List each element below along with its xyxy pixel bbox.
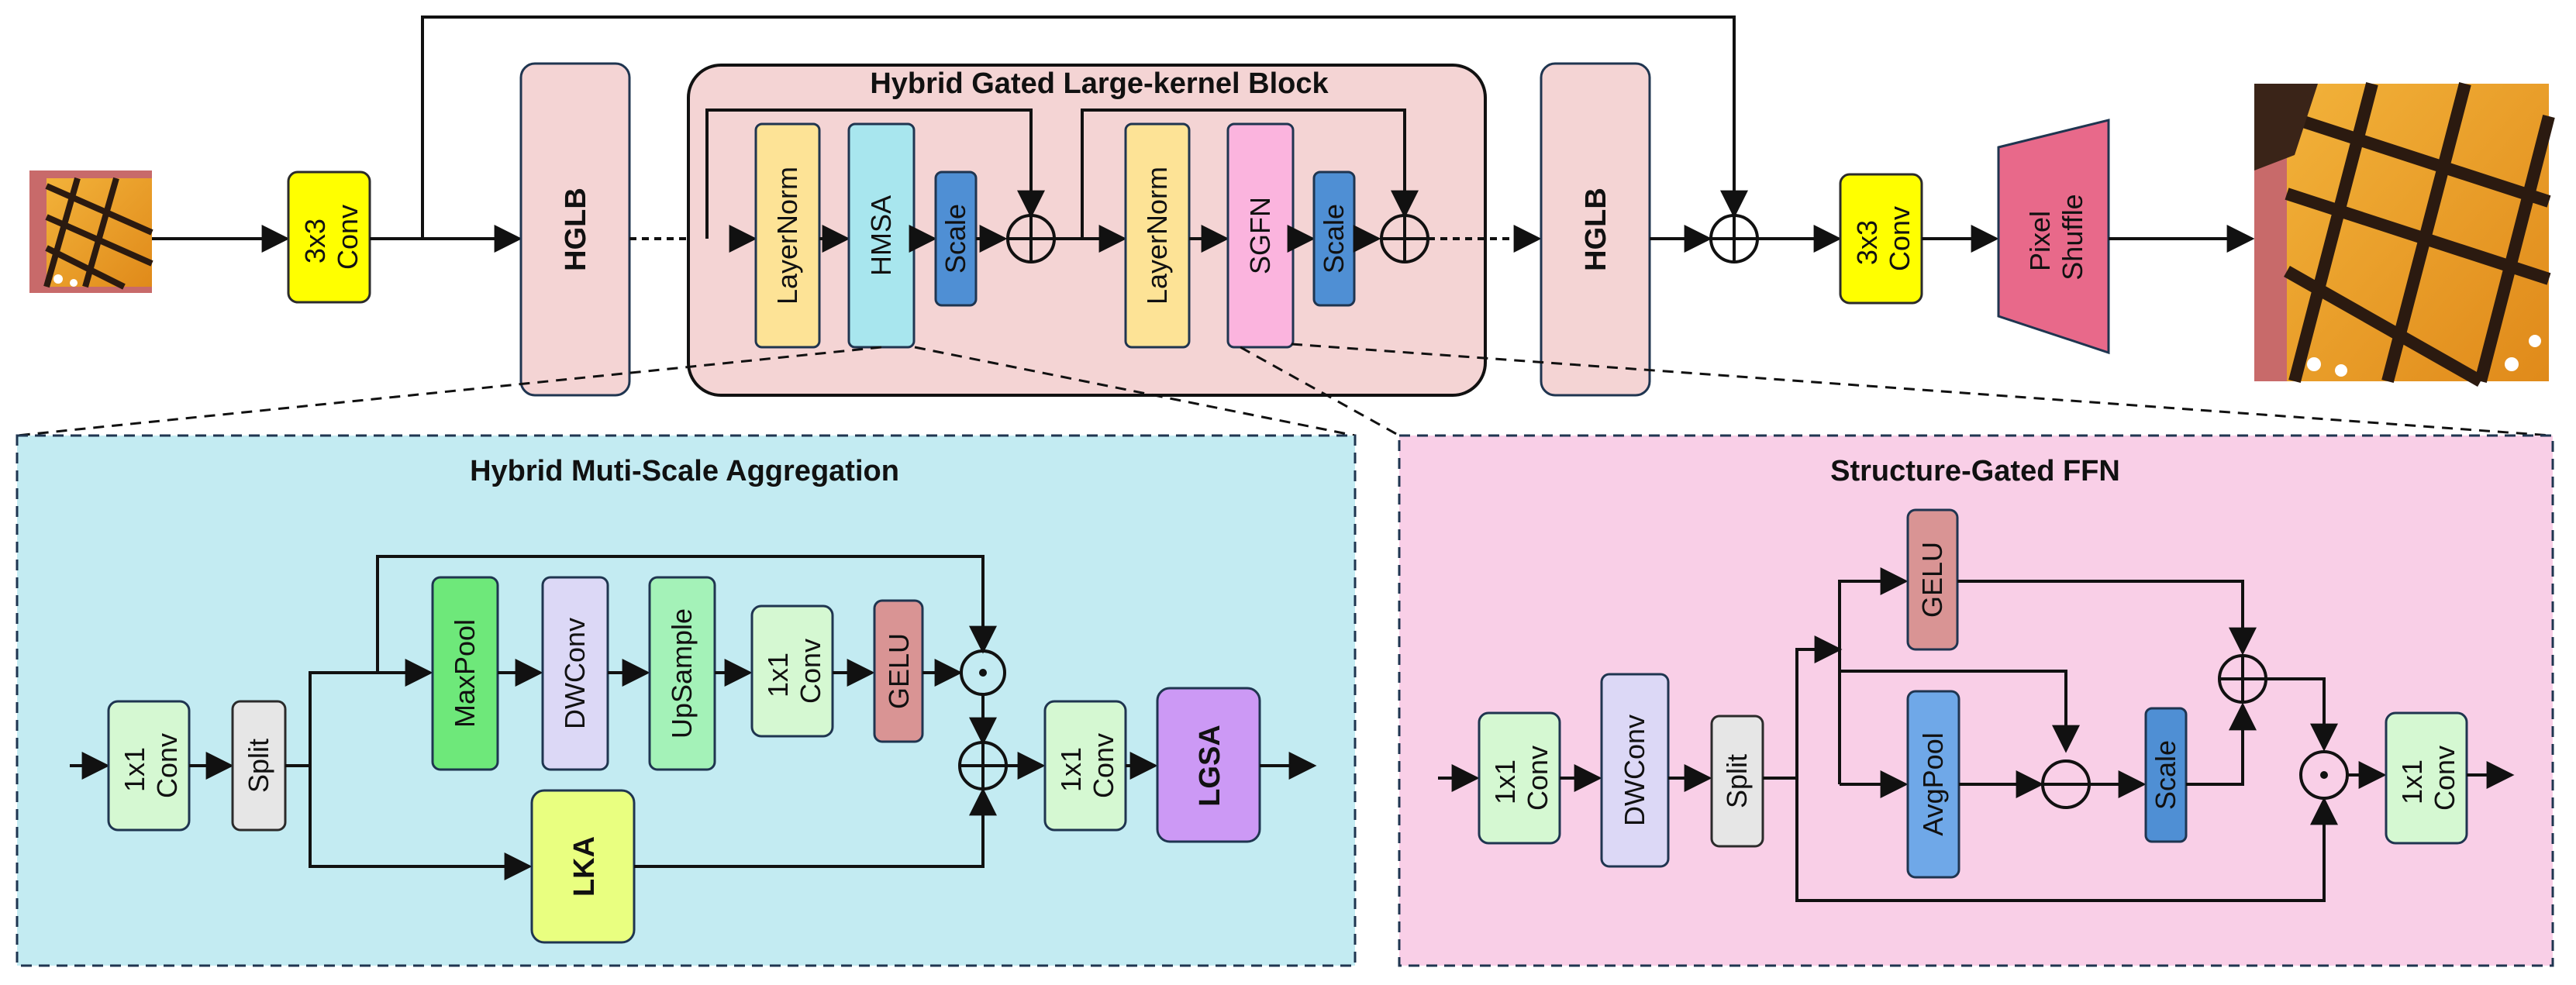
maxpool-label: MaxPool <box>449 619 481 728</box>
hmsa-conv-in-line1: 1x1 <box>119 747 150 792</box>
upsample-label: UpSample <box>666 608 698 739</box>
svg-text:Pixel Shuffle: Pixel Shuffle <box>2024 194 2088 280</box>
hmsa-dwconv-block: DWConv <box>541 576 609 771</box>
sgfn-scale-block: Scale <box>2144 707 2188 843</box>
hmsa-panel: Hybrid Muti-Scale Aggregation 1x1 Conv S… <box>16 434 1357 967</box>
hmsa-gelu-block: GELU <box>873 599 924 743</box>
layernorm-2-label: LayerNorm <box>1141 167 1173 305</box>
sgfn-panel: Structure-Gated FFN 1x1 Conv DWConv Spli… <box>1398 434 2554 967</box>
svg-text:3x3 Conv: 3x3 Conv <box>299 205 364 270</box>
sgfn-panel-title: Structure-Gated FFN <box>1830 455 2120 487</box>
upsample-block: UpSample <box>648 576 716 771</box>
svg-text:1x1 Conv: 1x1 Conv <box>2396 746 2460 811</box>
lka-block: LKA <box>530 789 636 944</box>
sgfn-conv-in: 1x1 Conv <box>1478 711 1561 845</box>
hmsa-conv-out-line2: Conv <box>1088 733 1119 798</box>
sgfn-dwconv-block: DWConv <box>1600 673 1670 868</box>
sgfn-label: SGFN <box>1244 197 1276 274</box>
layernorm-1: LayerNorm <box>754 122 821 349</box>
pixel-shuffle-line1: Pixel <box>2024 211 2056 271</box>
add-operator <box>2218 654 2267 704</box>
hglb-left: HGLB <box>519 62 631 397</box>
butterfly-output-image <box>2254 81 2555 387</box>
layernorm-2: LayerNorm <box>1124 122 1191 349</box>
avgpool-block: AvgPool <box>1906 690 1960 879</box>
svg-text:3x3 Conv: 3x3 Conv <box>1851 206 1916 271</box>
hmsa-split-label: Split <box>243 739 274 793</box>
hglb-right-label: HGLB <box>1580 188 1612 271</box>
scale-2: Scale <box>1312 170 1356 307</box>
sgfn-conv-out-line2: Conv <box>2429 746 2460 811</box>
svg-text:1x1 Conv: 1x1 Conv <box>119 733 183 798</box>
scale-1-label: Scale <box>940 204 971 274</box>
maxpool-block: MaxPool <box>431 576 499 771</box>
butterfly-input-image <box>29 170 153 293</box>
conv-out-line2: Conv <box>1884 206 1916 271</box>
svg-text:1x1 Conv: 1x1 Conv <box>1489 746 1554 811</box>
hmsa-conv-in: 1x1 Conv <box>107 700 191 832</box>
add-operator <box>1709 214 1759 263</box>
conv-in-line1: 3x3 <box>299 219 331 263</box>
scale-2-label: Scale <box>1318 204 1350 274</box>
sgfn-conv-in-line2: Conv <box>1522 746 1554 811</box>
scale-1: Scale <box>934 170 978 307</box>
sgfn-gelu-block: GELU <box>1906 508 1959 651</box>
hglb-right: HGLB <box>1540 62 1651 397</box>
lka-label: LKA <box>568 836 601 897</box>
hglb-block: Hybrid Gated Large-kernel Block LayerNor… <box>687 64 1487 397</box>
hmsa-conv-out: 1x1 Conv <box>1043 700 1127 832</box>
zoom-guides <box>16 343 2551 437</box>
hmsa-panel-title: Hybrid Muti-Scale Aggregation <box>470 455 899 487</box>
hmsa-block: HMSA <box>847 122 916 349</box>
hglb-block-title: Hybrid Gated Large-kernel Block <box>870 67 1329 100</box>
hmsa-conv-mid: 1x1 Conv <box>750 604 834 738</box>
add-operator <box>1006 214 1056 263</box>
add-operator <box>1380 214 1429 263</box>
sgfn-conv-in-line1: 1x1 <box>1489 759 1521 804</box>
main-pipeline: 3x3 Conv HGLB Hybrid Gated Large-kernel … <box>29 15 2555 397</box>
lgsa-label: LGSA <box>1194 725 1226 807</box>
pixel-shuffle-line2: Shuffle <box>2057 194 2088 280</box>
hmsa-gelu-label: GELU <box>883 633 915 709</box>
hmsa-conv-in-line2: Conv <box>151 733 183 798</box>
avgpool-label: AvgPool <box>1917 732 1949 835</box>
hmsa-conv-mid-line1: 1x1 <box>762 653 794 697</box>
sgfn-conv-out-line1: 1x1 <box>2396 759 2428 804</box>
hmsa-label: HMSA <box>865 195 897 276</box>
hmsa-conv-mid-line2: Conv <box>795 639 826 704</box>
sgfn-gelu-label: GELU <box>1916 542 1948 618</box>
conv-out-line1: 3x3 <box>1851 220 1883 265</box>
sgfn-split: Split <box>1710 715 1764 848</box>
conv-in-line2: Conv <box>332 205 364 270</box>
svg-text:1x1 Conv: 1x1 Conv <box>762 639 826 704</box>
add-operator <box>958 741 1008 790</box>
lgsa-block: LGSA <box>1156 687 1261 843</box>
hmsa-split: Split <box>231 700 287 832</box>
layernorm-1-label: LayerNorm <box>771 167 803 305</box>
sgfn-dwconv-label: DWConv <box>1619 715 1650 826</box>
sgfn-block: SGFN <box>1226 122 1295 349</box>
sgfn-scale-label: Scale <box>2150 740 2181 810</box>
svg-text:1x1 Conv: 1x1 Conv <box>1055 733 1119 798</box>
hglb-left-label: HGLB <box>560 188 592 271</box>
hmsa-conv-out-line1: 1x1 <box>1055 747 1087 792</box>
conv3x3-output: 3x3 Conv <box>1839 173 1923 305</box>
hmsa-dwconv-label: DWConv <box>559 618 591 729</box>
conv3x3-input: 3x3 Conv <box>287 170 371 304</box>
sgfn-split-label: Split <box>1721 754 1753 808</box>
pixel-shuffle: Pixel Shuffle <box>1997 119 2110 355</box>
sgfn-conv-out: 1x1 Conv <box>2385 711 2468 845</box>
